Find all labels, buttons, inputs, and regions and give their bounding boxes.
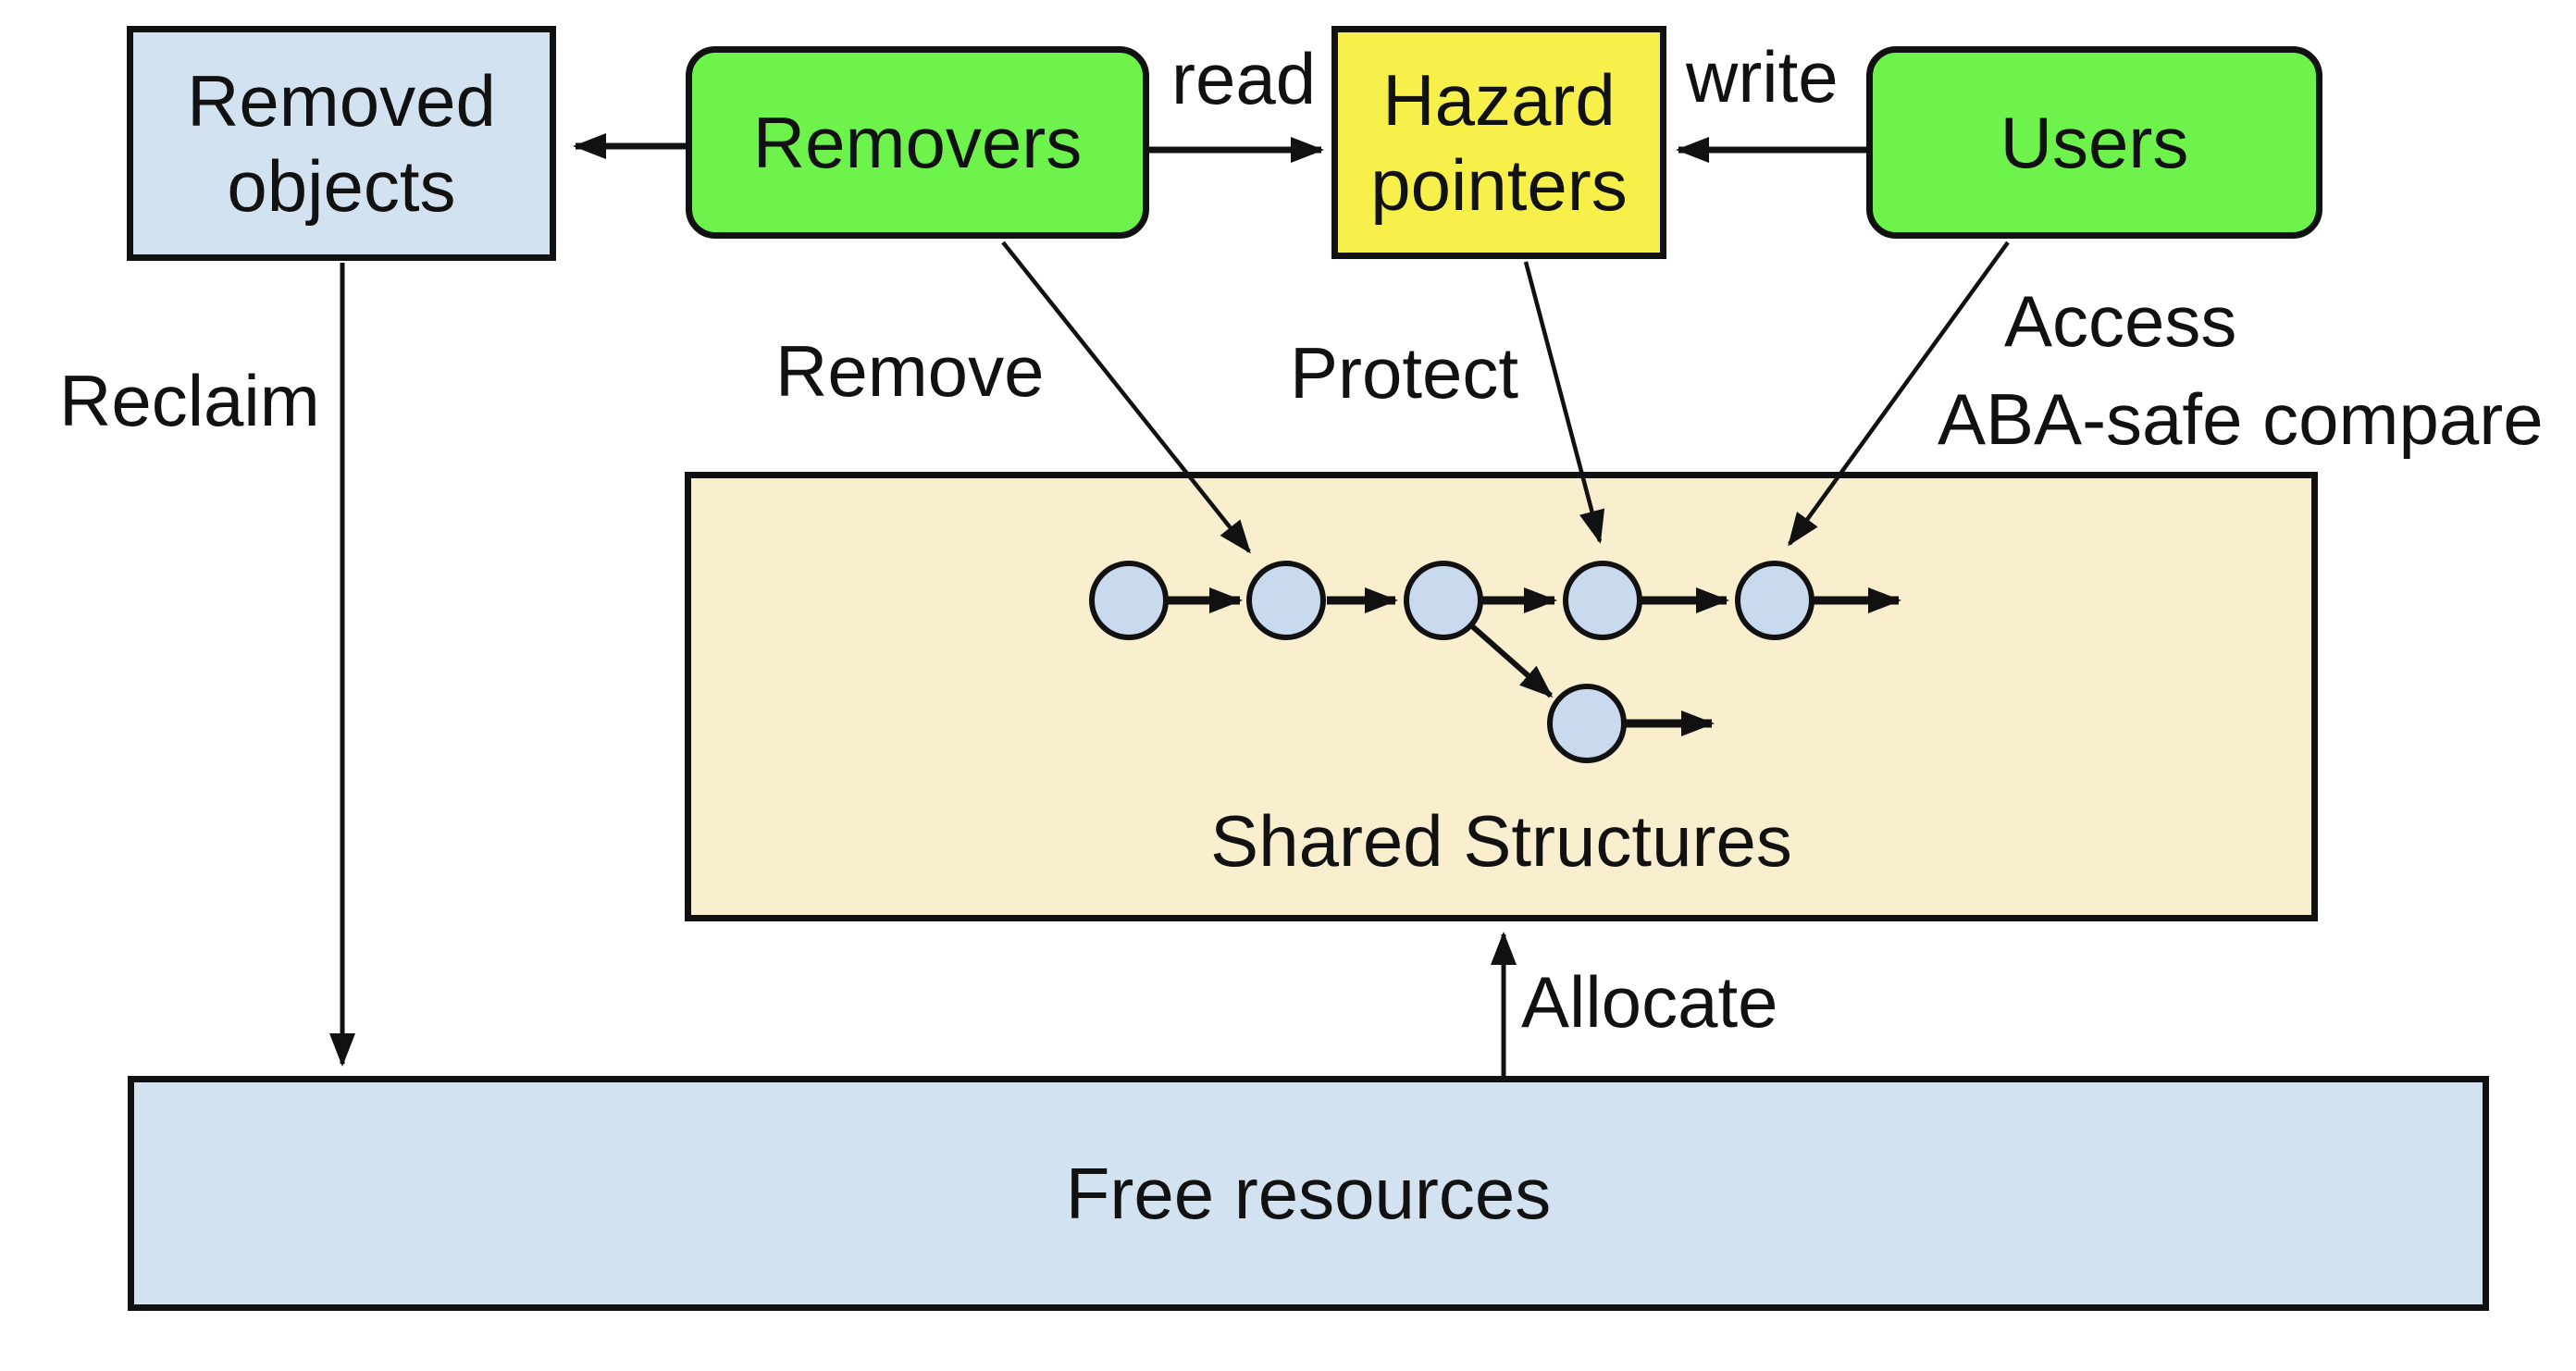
write-label: write (1686, 36, 1839, 117)
shared-structures-box: Shared Structures (685, 472, 2318, 921)
hazard-pointers-box: Hazard pointers (1331, 26, 1666, 259)
removers-box: Removers (686, 46, 1149, 239)
free-resources-box: Free resources (128, 1076, 2489, 1311)
shared-structures-label: Shared Structures (1210, 799, 1792, 882)
allocate-label: Allocate (1521, 961, 1778, 1043)
remove-label: Remove (775, 330, 1045, 412)
aba-safe-compare-label: ABA-safe compare (1938, 378, 2544, 460)
read-label: read (1171, 38, 1317, 119)
removed-objects-box: Removed objects (127, 26, 556, 261)
hazard-pointers-label: Hazard pointers (1370, 58, 1628, 226)
removers-label: Removers (752, 101, 1083, 183)
access-label: Access (2004, 280, 2237, 362)
protect-label: Protect (1290, 332, 1519, 414)
users-label: Users (2000, 101, 2189, 183)
removed-objects-label: Removed objects (187, 59, 496, 227)
free-resources-label: Free resources (1065, 1152, 1552, 1234)
users-box: Users (1866, 46, 2322, 239)
reclaim-label: Reclaim (59, 360, 320, 441)
